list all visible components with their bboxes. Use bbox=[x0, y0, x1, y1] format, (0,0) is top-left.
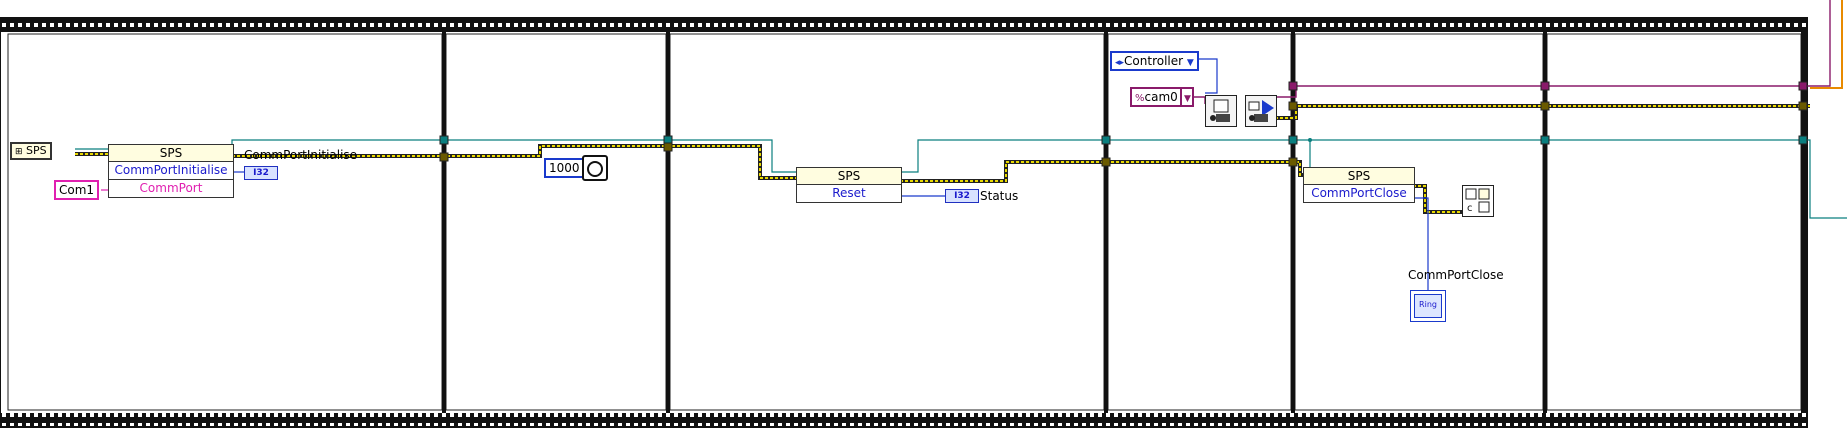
comm-port-close-indicator[interactable]: Ring bbox=[1410, 290, 1446, 322]
clock-icon bbox=[587, 161, 603, 177]
orange-wire bbox=[1810, 0, 1843, 89]
controller-label: Controller bbox=[1124, 54, 1184, 68]
frame-1 bbox=[7, 33, 443, 411]
method-reset: Reset bbox=[832, 186, 866, 200]
sps-init-node[interactable]: SPS CommPortInitialise CommPort bbox=[108, 144, 234, 198]
sequence-bottom-strip bbox=[0, 413, 1807, 427]
sequence-top-strip bbox=[0, 18, 1807, 32]
node-class-label: SPS bbox=[1347, 169, 1371, 183]
ring-indicator-glyph: Ring bbox=[1414, 294, 1442, 318]
error-wire bbox=[75, 104, 1810, 214]
chevron-down-icon: ▼ bbox=[1184, 94, 1191, 104]
camera-open-glyph bbox=[1210, 99, 1230, 122]
chevron-down-icon: ▼ bbox=[1186, 58, 1194, 68]
frame-2 bbox=[445, 33, 667, 411]
wire-label-comm-port-close: CommPortClose bbox=[1408, 268, 1504, 282]
sps-reference-label: SPS bbox=[26, 144, 47, 157]
frame-6 bbox=[1546, 33, 1802, 411]
io-name-icon: % bbox=[1135, 93, 1145, 104]
camera-start-icon[interactable] bbox=[1245, 95, 1277, 127]
sps-reset-node[interactable]: SPS Reset bbox=[796, 167, 902, 203]
camera-label: cam0 bbox=[1144, 90, 1178, 104]
camera-name-constant[interactable]: %cam0 bbox=[1130, 87, 1183, 107]
error-handler-icon[interactable]: c bbox=[1462, 185, 1494, 217]
i32-indicator-status[interactable]: I32 bbox=[945, 189, 979, 203]
ring-icon: ◂▸ bbox=[1115, 58, 1125, 68]
node-class-label: SPS bbox=[837, 169, 861, 183]
camera-dropdown-button[interactable]: ▼ bbox=[1180, 87, 1194, 107]
wait-timer-icon[interactable] bbox=[582, 155, 608, 181]
camera-start-glyph bbox=[1248, 100, 1274, 122]
sps-close-node[interactable]: SPS CommPortClose bbox=[1303, 167, 1415, 203]
controller-ring-constant[interactable]: ◂▸Controller ▼ bbox=[1110, 51, 1199, 71]
node-class-label: SPS bbox=[159, 146, 183, 160]
svg-text:c: c bbox=[1467, 203, 1473, 214]
class-ref-icon: ⊞ bbox=[15, 147, 23, 157]
wire-label-comm-port-initialise: CommPortInitialise bbox=[244, 148, 358, 162]
method-comm-port-close: CommPortClose bbox=[1311, 186, 1407, 200]
camera-open-icon[interactable] bbox=[1205, 95, 1237, 127]
i32-indicator-init[interactable]: I32 bbox=[244, 166, 278, 180]
method-comm-port-initialise: CommPortInitialise bbox=[109, 162, 233, 180]
wait-ms-constant[interactable]: 1000 bbox=[544, 158, 585, 178]
frame-5 bbox=[1294, 33, 1544, 411]
error-handler-glyph: c bbox=[1465, 188, 1490, 214]
blue-wires bbox=[232, 58, 1429, 290]
sps-reference-constant[interactable]: ⊞ SPS bbox=[10, 142, 52, 160]
wire-label-status: Status bbox=[980, 189, 1019, 203]
property-comm-port: CommPort bbox=[139, 181, 203, 195]
frame-3 bbox=[669, 33, 1105, 411]
com-port-constant[interactable]: Com1 bbox=[54, 180, 100, 200]
